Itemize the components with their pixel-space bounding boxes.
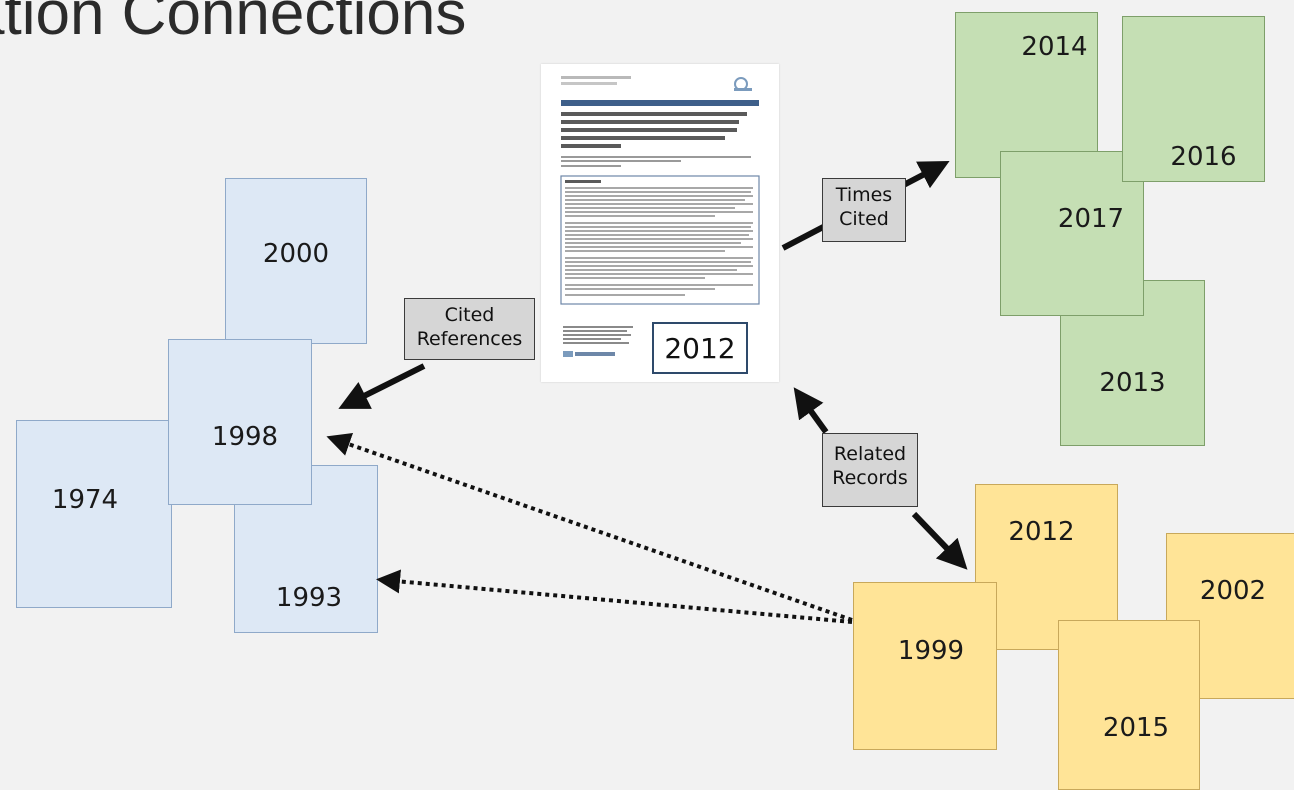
year-label: 1998 xyxy=(211,422,279,452)
dotted-arrow-to-1993 xyxy=(376,569,853,624)
year-label: 2002 xyxy=(1199,576,1267,606)
times-cited-2016: 2016 xyxy=(1122,16,1265,182)
cited-references-label: Cited References xyxy=(404,298,535,360)
dotted-arrow-to-1998 xyxy=(326,432,853,622)
year-label: 2016 xyxy=(1170,142,1237,172)
cited-reference-2000: 2000 xyxy=(225,178,367,344)
related-records-arrow-up xyxy=(793,387,829,434)
times-cited-2017: 2017 xyxy=(1000,151,1144,316)
year-label: 2000 xyxy=(262,239,330,269)
year-label: 2014 xyxy=(1021,32,1088,62)
cited-references-arrow xyxy=(338,363,426,409)
slide-title: ation Connections xyxy=(0,0,467,48)
source-article-year: 2012 xyxy=(652,322,748,374)
times-cited-2014: 2014 xyxy=(955,12,1098,178)
related-records-label: Related Records xyxy=(822,433,918,507)
year-label: 2013 xyxy=(1099,368,1166,398)
year-label: 1999 xyxy=(897,636,965,666)
year-label: 2015 xyxy=(1102,713,1170,743)
cited-reference-1998: 1998 xyxy=(168,339,312,505)
year-label: 1993 xyxy=(275,583,343,613)
year-label: 2012 xyxy=(1008,517,1075,547)
related-records-arrow-down xyxy=(911,511,968,570)
year-label: 2017 xyxy=(1057,203,1125,234)
related-record-2015: 2015 xyxy=(1058,620,1200,790)
article-page-image xyxy=(560,76,760,357)
year-label: 1974 xyxy=(51,485,119,515)
related-record-1999: 1999 xyxy=(853,582,997,750)
times-cited-label: Times Cited xyxy=(822,178,906,242)
cited-reference-1974: 1974 xyxy=(16,420,172,608)
